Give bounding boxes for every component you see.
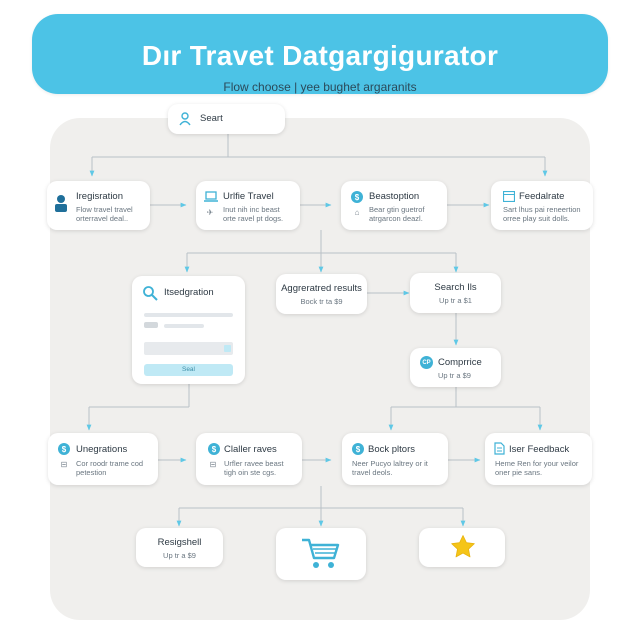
input-action-icon[interactable] xyxy=(224,345,231,352)
compare-icon: CP xyxy=(420,356,433,369)
person-search-icon xyxy=(178,111,194,127)
caller-rates-card-title: Claller raves xyxy=(224,444,277,455)
best-option-card-desc-1: Bear gtin guetrof xyxy=(369,205,425,214)
user-feedback-card-desc-2: oner pie sans. xyxy=(495,468,543,477)
integrations-card[interactable]: $ ⊟ Unegrations Cor roodr trame cod pete… xyxy=(48,433,158,485)
caller-rates-card-desc-2: tigh oin ste cgs. xyxy=(224,468,277,477)
book-options-card-desc-2: travel deols. xyxy=(352,468,393,477)
document-icon xyxy=(494,442,505,455)
form-submit-button[interactable]: Seal xyxy=(144,364,233,376)
registration-card-desc-2: orterravel deal.. xyxy=(76,214,129,223)
integrations-card-desc-1: Cor roodr trame cod xyxy=(76,459,144,468)
rating-card[interactable] xyxy=(419,528,505,567)
aggregated-results-desc: Bock tr ta $9 xyxy=(300,297,343,306)
unified-travel-card-desc-2: orte ravel pt dogs. xyxy=(223,214,284,223)
form-placeholder-line xyxy=(144,313,233,317)
unified-travel-card-title: Urlfie Travel xyxy=(223,191,274,202)
registration-card-desc-1: Flow travel travel xyxy=(76,205,133,214)
user-feedback-card-title: Iser Feedback xyxy=(509,444,570,455)
dollar-icon: $ xyxy=(208,443,220,455)
form-placeholder-chip xyxy=(144,322,158,328)
result-shell-title: Resigshell xyxy=(157,537,202,548)
registration-card[interactable]: Iregisration Flow travel travel orterrav… xyxy=(47,181,150,230)
book-options-card-title: Bock pltors xyxy=(368,444,415,455)
page-subtitle: Flow choose | yee bughet argaranits xyxy=(223,80,417,94)
compare-price-title: Comprrice xyxy=(438,357,482,368)
dollar-icon: $ xyxy=(58,443,70,455)
book-options-card-desc-1: Neer Pucyo laltrey or it xyxy=(352,459,428,468)
dollar-icon: $ xyxy=(351,191,363,203)
integrations-card-title: Unegrations xyxy=(76,444,128,455)
start-node[interactable]: Seart xyxy=(168,104,285,134)
aggregated-results-title: Aggreratred results xyxy=(281,283,362,294)
header-banner: Dır Travet Datgargigurator Flow choose |… xyxy=(32,14,608,94)
feedback-rate-card-desc-1: Sart lhus pai reneertion xyxy=(503,205,581,214)
dollar-icon: $ xyxy=(352,443,364,455)
search-form-title: Itsedgration xyxy=(164,287,214,298)
unified-travel-card-desc-1: Inut nih inc beast xyxy=(223,205,280,214)
compare-price-desc: Up tr a $9 xyxy=(438,371,471,380)
search-results-desc: Up tr a $1 xyxy=(439,296,472,305)
search-results-card[interactable]: Search Ils Up tr a $1 xyxy=(410,273,501,313)
result-shell-desc: Up tr a $9 xyxy=(163,551,196,560)
search-results-title: Search Ils xyxy=(434,282,477,293)
magnifier-icon xyxy=(142,285,158,301)
search-form-card[interactable]: Itsedgration Seal xyxy=(132,276,245,384)
tag-icon: ⌂ xyxy=(354,208,360,217)
unified-travel-card[interactable]: ✈ Urlfie Travel Inut nih inc beast orte … xyxy=(196,181,300,230)
travel-small-icon: ✈ xyxy=(206,208,214,217)
car-icon: ⊟ xyxy=(209,460,217,469)
user-icon xyxy=(53,193,69,213)
page-title: Dır Travet Datgargigurator xyxy=(141,40,499,71)
user-feedback-card[interactable]: Iser Feedback Heme Ren for your veilor o… xyxy=(485,433,592,485)
caller-rates-card[interactable]: $ ⊟ Claller raves Urfler ravee beast tig… xyxy=(196,433,302,485)
caller-rates-card-desc-1: Urfler ravee beast xyxy=(224,459,284,468)
compare-price-card[interactable]: CP Comprrice Up tr a $9 xyxy=(410,348,501,387)
best-option-card-desc-2: atrgarcon deazl. xyxy=(369,214,423,223)
laptop-icon xyxy=(204,191,218,203)
car-icon: ⊟ xyxy=(60,460,68,469)
integrations-card-desc-2: petestion xyxy=(76,468,107,477)
aggregated-results-card[interactable]: Aggreratred results Bock tr ta $9 xyxy=(276,274,367,314)
star-icon xyxy=(450,534,476,560)
best-option-card-title: Beastoption xyxy=(369,191,420,202)
registration-card-title: Iregisration xyxy=(76,191,123,202)
feedback-rate-card[interactable]: Feedalrate Sart lhus pai reneertion orre… xyxy=(491,181,593,230)
feedback-rate-card-desc-2: orree play suit dolls. xyxy=(503,214,570,223)
form-input-field[interactable] xyxy=(144,342,233,355)
best-option-card[interactable]: $ ⌂ Beastoption Bear gtin guetrof atrgar… xyxy=(341,181,447,230)
start-node-label: Seart xyxy=(200,113,223,124)
cart-card[interactable] xyxy=(276,528,366,580)
user-feedback-card-desc-1: Heme Ren for your veilor xyxy=(495,459,579,468)
result-shell-card[interactable]: Resigshell Up tr a $9 xyxy=(136,528,223,567)
book-options-card[interactable]: $ Bock pltors Neer Pucyo laltrey or it t… xyxy=(342,433,448,485)
feedback-rate-card-title: Feedalrate xyxy=(519,191,565,202)
shopping-cart-icon xyxy=(301,537,341,571)
feedback-window-icon xyxy=(503,191,515,202)
form-placeholder-line xyxy=(164,324,204,328)
